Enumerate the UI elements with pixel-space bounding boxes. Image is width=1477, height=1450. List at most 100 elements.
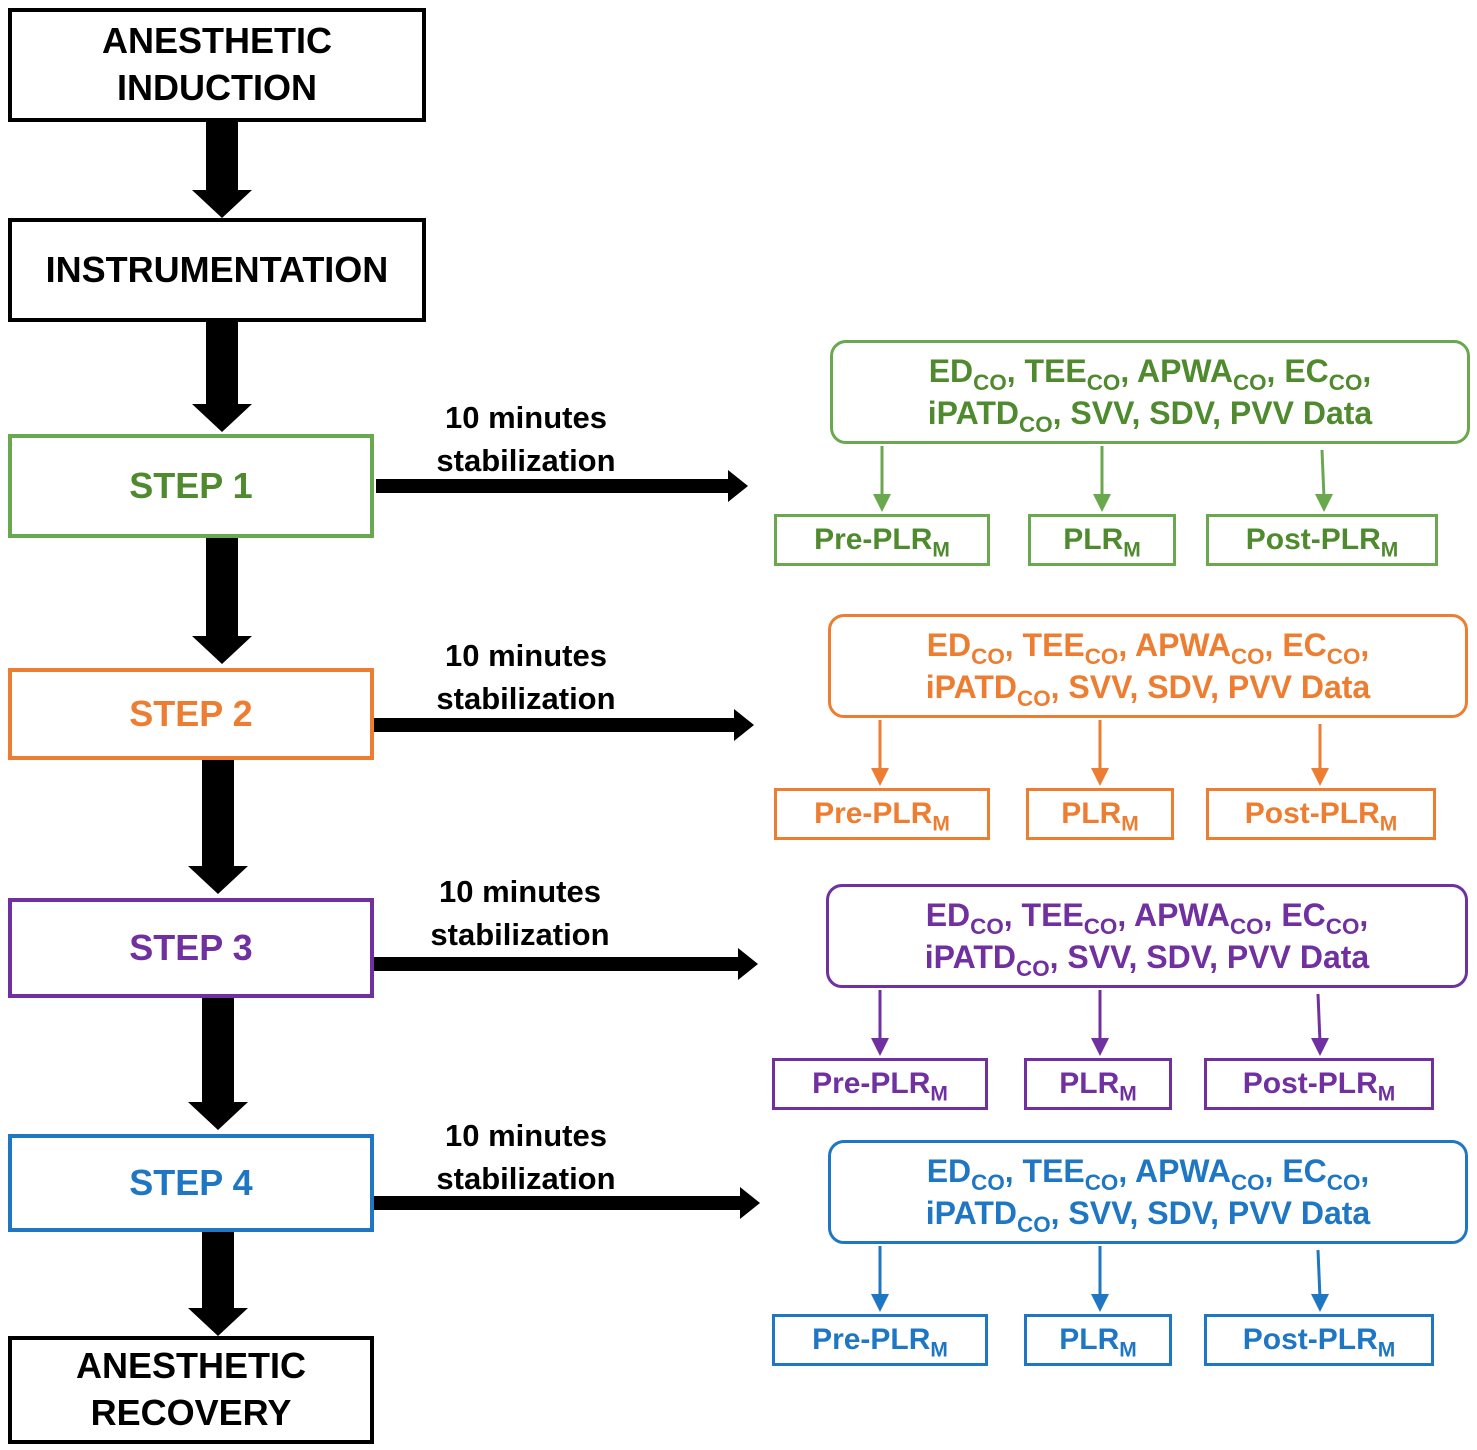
- step-3-line1-term-3-subscript: CO: [1325, 913, 1360, 939]
- step-3-measurement-arrow-1: [871, 990, 889, 1056]
- step-2-label: STEP 2: [129, 693, 253, 734]
- anesthetic-induction-label: ANESTHETIC INDUCTION: [101, 20, 332, 108]
- step-3-line1-term-1-suffix: ,: [1117, 896, 1134, 933]
- arrow-step2-to-step3: [188, 760, 248, 894]
- step-1-line1-term-1-subscript: CO: [1086, 369, 1121, 395]
- measurement-subscript: M: [1119, 1082, 1137, 1106]
- step-4-line1-term-3-suffix: ,: [1360, 1152, 1370, 1189]
- step-1-plr-label: PLRM: [1063, 523, 1141, 560]
- main-flow-arrows: [188, 122, 252, 1336]
- step-4-measurement-arrow-1: [871, 1246, 889, 1312]
- step-2-line1-term-1-suffix: ,: [1118, 626, 1135, 663]
- step-4-pre-plr-label: Pre-PLRM: [812, 1323, 948, 1360]
- measurement-arrows: [871, 446, 1333, 1312]
- measurement-subscript: M: [930, 1082, 948, 1106]
- data-line-1: EDCO, TEECO, APWACO, ECCO,: [925, 894, 1369, 939]
- stabilization-line-1: stabilization: [430, 917, 610, 953]
- step-4-measurement-arrow-3: [1311, 1249, 1329, 1312]
- step-4-post-plr-box: Post-PLRM: [1204, 1314, 1434, 1366]
- measurement-term: PLR: [1063, 523, 1124, 556]
- step-2-data-text: EDCO, TEECO, APWACO, ECCO,iPATDCO, SVV, …: [925, 624, 1370, 710]
- step-1-line1-term-1: TEE: [1024, 352, 1087, 389]
- step-3-post-plr-label: Post-PLRM: [1242, 1067, 1396, 1104]
- step-2-pre-plr-box: Pre-PLRM: [774, 788, 990, 840]
- step-4-line1-term-0-subscript: CO: [971, 1169, 1005, 1195]
- step-2-line1-term-3-subscript: CO: [1326, 643, 1361, 669]
- step-2-line1-term-2: APWA: [1134, 626, 1231, 663]
- step-1-measurement-arrow-2: [1093, 446, 1111, 512]
- step-3-line1-term-3-suffix: ,: [1359, 896, 1369, 933]
- measurement-subscript: M: [1377, 1338, 1396, 1362]
- step-4-line1-term-2: APWA: [1134, 1152, 1231, 1189]
- arrow-step3-horizontal: [374, 948, 758, 980]
- measurement-term: PLR: [1061, 797, 1122, 830]
- step-2-data-box: EDCO, TEECO, APWACO, ECCO,iPATDCO, SVV, …: [828, 614, 1468, 718]
- step-1-post-plr-label: Post-PLRM: [1245, 523, 1399, 560]
- step-4-line1-term-2-subscript: CO: [1230, 1169, 1265, 1195]
- step-4-label: STEP 4: [129, 1162, 253, 1203]
- step-1-data-box: EDCO, TEECO, APWACO, ECCO,iPATDCO, SVV, …: [830, 340, 1470, 444]
- step-2-plr-label: PLRM: [1061, 797, 1139, 834]
- step-1-box: STEP 1: [8, 434, 374, 538]
- stabilization-line-1: stabilization: [436, 681, 616, 717]
- step-4-line1-term-1: TEE: [1022, 1152, 1085, 1189]
- step-1-line2-term-0-suffix: , SVV, SDV, PVV Data: [1052, 395, 1373, 431]
- step-2-post-plr-box: Post-PLRM: [1206, 788, 1436, 840]
- step-4-post-plr-label: Post-PLRM: [1243, 1323, 1396, 1360]
- arrow-step1-to-step2: [192, 538, 252, 664]
- measurement-term: Pre-PLR: [812, 1323, 931, 1356]
- stabilization-line-0: 10 minutes: [445, 400, 607, 435]
- measurement-term: Post-PLR: [1242, 1067, 1378, 1100]
- stabilization-line-1: stabilization: [436, 1161, 616, 1197]
- step-2-post-plr-label: Post-PLRM: [1245, 797, 1398, 834]
- step-3-line2-term-0: iPATD: [924, 939, 1017, 975]
- measurement-subscript: M: [932, 538, 950, 562]
- instrumentation-label: INSTRUMENTATION: [45, 248, 389, 290]
- step-1-plr-box: PLRM: [1028, 514, 1176, 566]
- step-1-line1-term-2: APWA: [1136, 352, 1233, 389]
- measurement-term: Pre-PLR: [814, 523, 933, 556]
- step-4-line1-term-3-subscript: CO: [1326, 1169, 1361, 1195]
- step-3-plr-box: PLRM: [1024, 1058, 1172, 1110]
- step-3-line1-term-1: TEE: [1021, 896, 1084, 933]
- arrow-step3-to-step4: [188, 998, 248, 1130]
- step-1-line1-term-3: EC: [1284, 352, 1329, 389]
- measurement-term: PLR: [1059, 1067, 1120, 1100]
- step-3-plr-label: PLRM: [1059, 1067, 1137, 1104]
- step-3-line1-term-1-subscript: CO: [1083, 913, 1118, 939]
- measurement-term: Post-PLR: [1245, 523, 1381, 556]
- stabilization-line-0: 10 minutes: [445, 638, 607, 673]
- step-2-pre-plr-label: Pre-PLRM: [814, 797, 950, 834]
- step-2-plr-box: PLRM: [1026, 788, 1174, 840]
- step-3-pre-plr-box: Pre-PLRM: [772, 1058, 988, 1110]
- step-1-pre-plr-box: Pre-PLRM: [774, 514, 990, 566]
- step-4-plr-label: PLRM: [1059, 1323, 1137, 1360]
- step-4-box: STEP 4: [8, 1134, 374, 1232]
- measurement-subscript: M: [1121, 812, 1139, 836]
- data-line-1: EDCO, TEECO, APWACO, ECCO,: [926, 1150, 1370, 1195]
- step-2-line1-term-0-subscript: CO: [971, 643, 1005, 669]
- step-2-line1-term-3: EC: [1282, 626, 1327, 663]
- stabilization-line-1: stabilization: [436, 443, 616, 479]
- step-3-label: STEP 3: [129, 927, 253, 968]
- step-4-line1-term-2-suffix: ,: [1264, 1152, 1283, 1189]
- step-3-pre-plr-label: Pre-PLRM: [812, 1067, 948, 1104]
- step-4-pre-plr-box: Pre-PLRM: [772, 1314, 988, 1366]
- step-1-line2-term-0: iPATD: [927, 395, 1020, 431]
- step-3-line1-term-0-suffix: ,: [1003, 896, 1022, 933]
- stabilization-arrows: [374, 470, 760, 1219]
- step-3-post-plr-box: Post-PLRM: [1204, 1058, 1434, 1110]
- step-3-measurement-arrow-2: [1091, 990, 1109, 1056]
- measurement-subscript: M: [1119, 1338, 1137, 1362]
- step-2-line2-term-0: iPATD: [925, 669, 1018, 705]
- measurement-term: PLR: [1059, 1323, 1120, 1356]
- step-4-line1-term-0: ED: [926, 1152, 972, 1189]
- step-4-line1-term-1-suffix: ,: [1118, 1152, 1135, 1189]
- step-1-line1-term-2-suffix: ,: [1266, 352, 1285, 389]
- arrow-induction-to-instrumentation: [192, 122, 252, 218]
- step-1-measurement-arrow-3: [1315, 449, 1333, 512]
- step-2-stabilization-text: 10 minutes stabilization: [376, 634, 676, 721]
- data-line-1: EDCO, TEECO, APWACO, ECCO,: [926, 624, 1370, 669]
